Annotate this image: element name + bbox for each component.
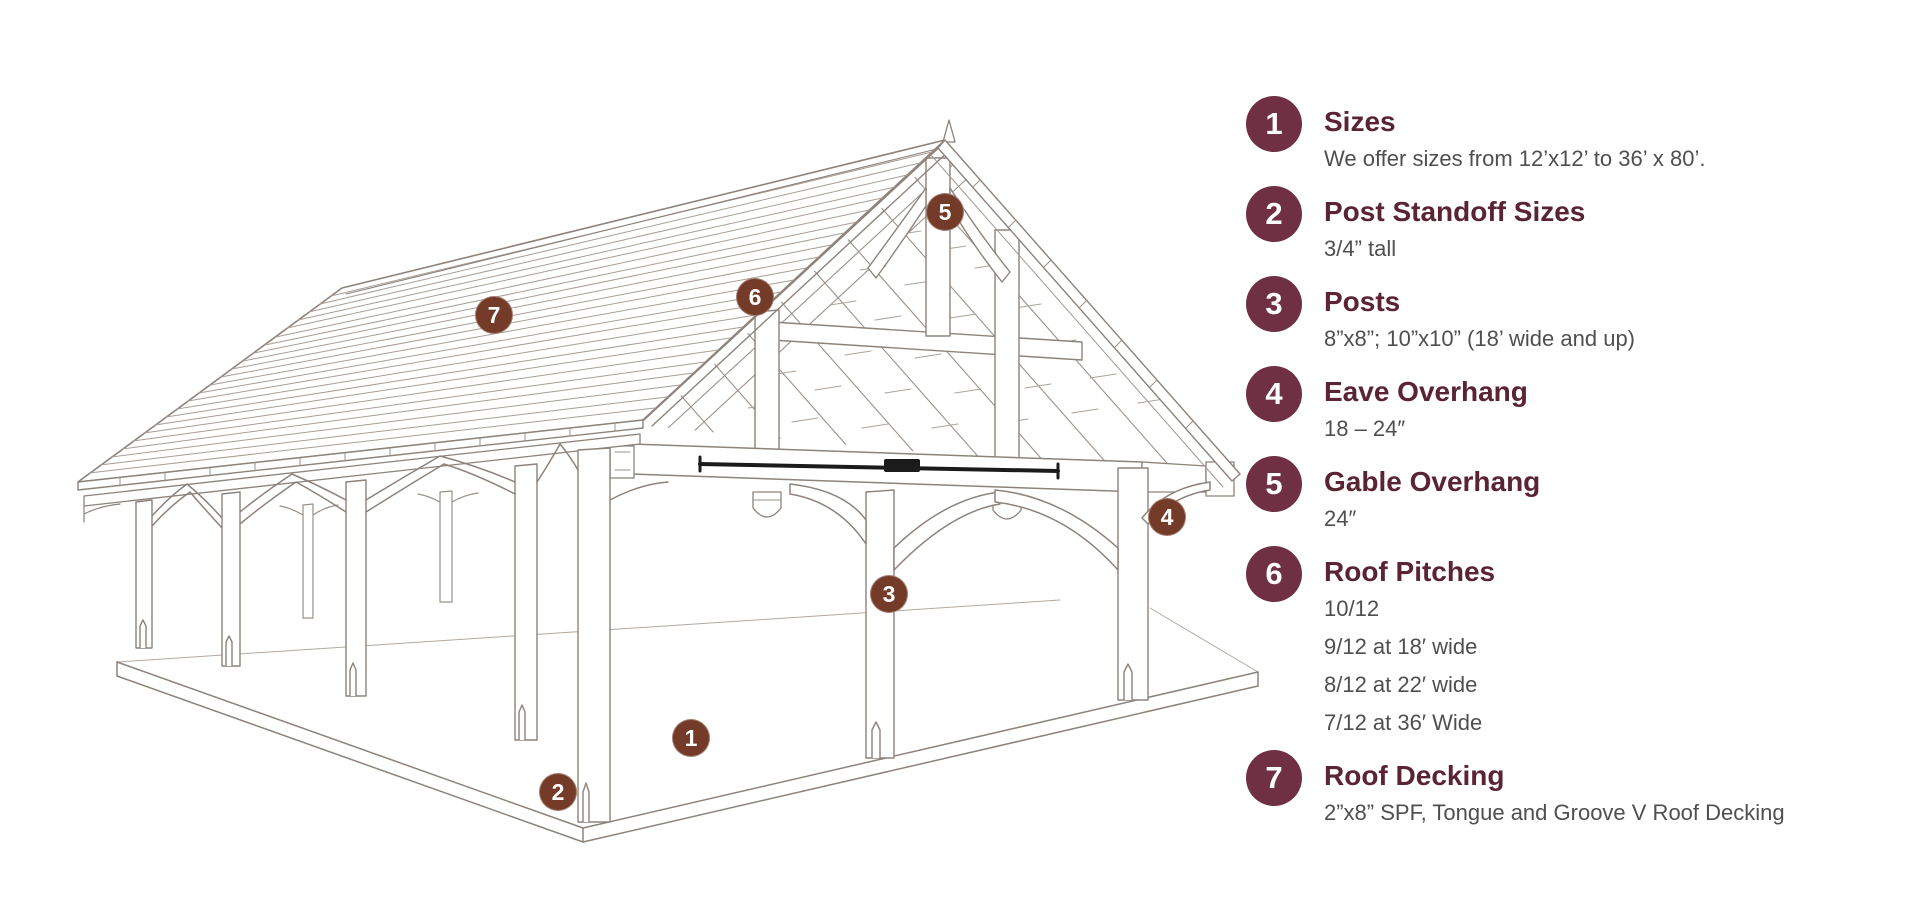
diagram-badge: 1 — [672, 719, 710, 757]
legend-text: Posts 8”x8”; 10”x10” (18’ wide and up) — [1324, 284, 1635, 358]
legend-number: 1 — [1265, 106, 1283, 141]
post-standoff — [518, 704, 526, 741]
post-standoff — [349, 662, 357, 697]
legend-lines: 24″ — [1324, 500, 1540, 538]
legend-number: 3 — [1265, 286, 1283, 321]
legend-number: 5 — [1265, 466, 1283, 501]
legend-item: 6 Roof Pitches 10/12 9/12 at 18′ wide 8/12… — [1246, 546, 1906, 742]
post-standoff — [225, 635, 233, 667]
legend-item: 5 Gable Overhang 24″ — [1246, 456, 1906, 538]
legend-title: Sizes — [1324, 106, 1396, 137]
legend-title: Roof Pitches — [1324, 556, 1496, 587]
legend-number-circle: 1 — [1246, 96, 1302, 152]
legend-lines: 10/12 9/12 at 18′ wide 8/12 at 22′ wide 7/1… — [1324, 590, 1495, 742]
legend-item: 3 Posts 8”x8”; 10”x10” (18’ wide and up) — [1246, 276, 1906, 358]
post — [221, 491, 241, 667]
legend-title: Posts — [1324, 286, 1401, 317]
legend-text: Roof Decking 2”x8” SPF, Tongue and Groov… — [1324, 758, 1785, 832]
legend-number-circle: 6 — [1246, 546, 1302, 602]
legend-text: Roof Pitches 10/12 9/12 at 18′ wide 8/12 a… — [1324, 554, 1495, 742]
diagram-badge: 3 — [870, 575, 908, 613]
eave-tip-bracket — [83, 503, 121, 523]
gable-arch-left — [893, 491, 1001, 571]
legend-number-circle: 4 — [1246, 366, 1302, 422]
legend-text: Gable Overhang 24″ — [1324, 464, 1540, 538]
legend-title: Gable Overhang — [1324, 466, 1541, 497]
legend: 1 Sizes We offer sizes from 12’x12’ to 3… — [1246, 96, 1906, 848]
plate-beam — [83, 433, 641, 507]
legend-item: 1 Sizes We offer sizes from 12’x12’ to 3… — [1246, 96, 1906, 178]
legend-text: Sizes We offer sizes from 12’x12’ to 36’… — [1324, 104, 1706, 178]
post-standoff — [139, 619, 147, 649]
diagram-badge: 4 — [1148, 498, 1186, 536]
lookout-ticks — [972, 179, 1194, 429]
post — [345, 479, 367, 697]
legend-lines: 3/4” tall — [1324, 230, 1585, 268]
ridge-cap — [345, 147, 942, 295]
legend-line: 18 – 24″ — [1324, 416, 1406, 441]
legend-title: Eave Overhang — [1324, 376, 1528, 407]
knee-braces — [151, 443, 1211, 571]
eave-fascia — [77, 419, 644, 491]
diagram-badge: 2 — [539, 773, 577, 811]
diagram-badge: 5 — [926, 193, 964, 231]
legend-number-circle: 5 — [1246, 456, 1302, 512]
legend-line: We offer sizes from 12’x12’ to 36’ x 80’… — [1324, 146, 1706, 171]
legend-line: 24″ — [1324, 506, 1357, 531]
steel-tie-rod — [698, 462, 1060, 473]
legend-line: 3/4” tall — [1324, 236, 1397, 261]
king-post-brace-right — [949, 187, 1011, 283]
legend-lines: 8”x8”; 10”x10” (18’ wide and up) — [1324, 320, 1635, 358]
truss-top-chord — [643, 141, 952, 427]
pendant-left — [752, 491, 782, 518]
legend-number-circle: 3 — [1246, 276, 1302, 332]
legend-line: 8”x8”; 10”x10” (18’ wide and up) — [1324, 326, 1636, 351]
ridge-finial — [942, 119, 956, 143]
legend-line: 2”x8” SPF, Tongue and Groove V Roof Deck… — [1324, 800, 1785, 825]
corner-post — [577, 447, 611, 823]
legend-item: 4 Eave Overhang 18 – 24″ — [1246, 366, 1906, 448]
legend-title: Roof Decking — [1324, 760, 1505, 791]
legend-line: 8/12 at 22′ wide — [1324, 672, 1478, 697]
post-standoff — [1123, 663, 1133, 701]
legend-title: Post Standoff Sizes — [1324, 196, 1586, 227]
legend-lines: 18 – 24″ — [1324, 410, 1528, 448]
legend-number-circle: 2 — [1246, 186, 1302, 242]
legend-lines: 2”x8” SPF, Tongue and Groove V Roof Deck… — [1324, 794, 1785, 832]
turnbuckle — [884, 459, 920, 472]
right-corner-post — [1117, 467, 1149, 701]
legend-line: 7/12 at 36′ Wide — [1324, 710, 1483, 735]
king-post-brace-left — [867, 187, 927, 279]
post — [514, 463, 538, 741]
plank-end-ticks — [119, 422, 616, 487]
legend-text: Post Standoff Sizes 3/4” tall — [1324, 194, 1585, 268]
legend-number: 7 — [1265, 760, 1283, 795]
post-standoff — [582, 782, 590, 823]
post — [135, 499, 153, 649]
legend-lines: We offer sizes from 12’x12’ to 36’ x 80’… — [1324, 140, 1706, 178]
legend-text: Eave Overhang 18 – 24″ — [1324, 374, 1528, 448]
concrete-slab — [116, 599, 1259, 843]
post-standoff — [871, 721, 881, 759]
legend-number: 6 — [1265, 556, 1283, 591]
center-gable-post — [865, 489, 895, 759]
gable-rakes — [643, 139, 1241, 488]
eave-and-plate — [77, 419, 644, 523]
diagram-badge: 7 — [475, 296, 513, 334]
legend-item: 2 Post Standoff Sizes 3/4” tall — [1246, 186, 1906, 268]
rake-fascia — [937, 139, 1241, 482]
legend-number: 4 — [1265, 376, 1283, 411]
legend-line: 10/12 — [1324, 596, 1380, 621]
legend-number-circle: 7 — [1246, 750, 1302, 806]
legend-item: 7 Roof Decking 2”x8” SPF, Tongue and Gro… — [1246, 750, 1906, 832]
legend-number: 2 — [1265, 196, 1283, 231]
center-post-brace — [789, 483, 867, 545]
posts — [135, 447, 1149, 823]
tie-beam-assembly — [609, 443, 1235, 520]
gable-arch-right — [994, 489, 1119, 571]
diagram-badge: 6 — [736, 278, 774, 316]
legend-line: 9/12 at 18′ wide — [1324, 634, 1478, 659]
